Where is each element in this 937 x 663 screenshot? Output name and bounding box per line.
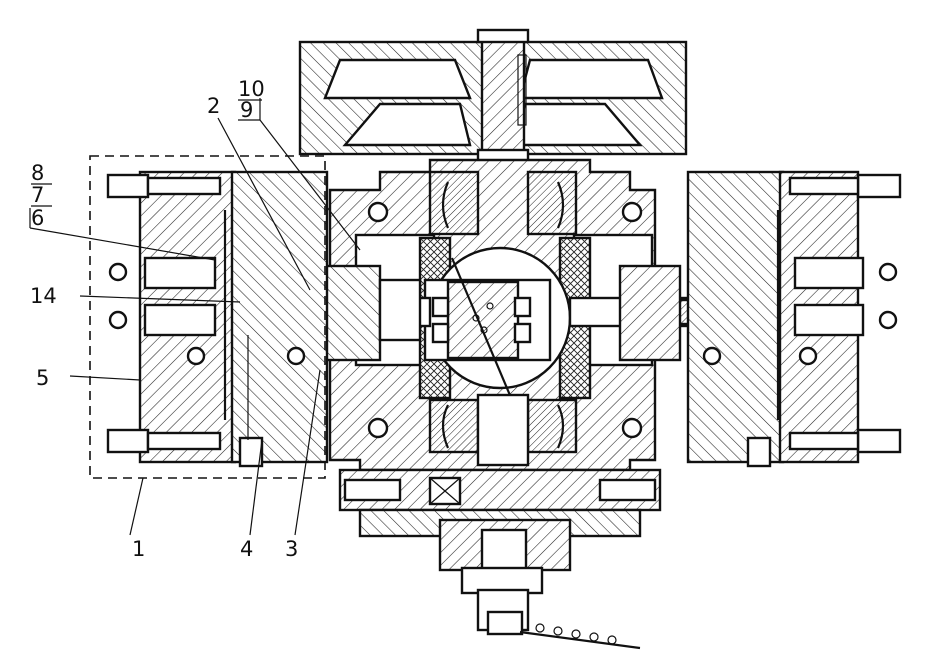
- center-cube: [423, 246, 572, 467]
- callout-10: 10: [238, 77, 265, 101]
- callout-14: 14: [30, 284, 57, 308]
- spring-outlet: [519, 623, 641, 650]
- callout-5: 5: [36, 366, 49, 390]
- callout-7: 7: [31, 183, 44, 207]
- callout-4: 4: [240, 537, 253, 561]
- lower-bearing: [428, 398, 578, 454]
- callout-9: 9: [240, 98, 253, 122]
- callout-6: 6: [31, 206, 44, 230]
- callout-3: 3: [285, 537, 298, 561]
- callout-8: 8: [31, 161, 44, 185]
- lower-drive: [338, 468, 662, 636]
- leader-lines: [29, 98, 361, 536]
- callout-1: 1: [132, 537, 145, 561]
- callout-2: 2: [207, 94, 220, 118]
- callouts: 1 2 3 4 5 6 7 8 9 10 14: [30, 77, 298, 561]
- right-flange-assembly: [686, 170, 902, 468]
- upper-bearing: [428, 170, 578, 236]
- dashed-boundary: [89, 155, 326, 479]
- top-block: [298, 28, 688, 162]
- left-flange-assembly: [106, 170, 329, 468]
